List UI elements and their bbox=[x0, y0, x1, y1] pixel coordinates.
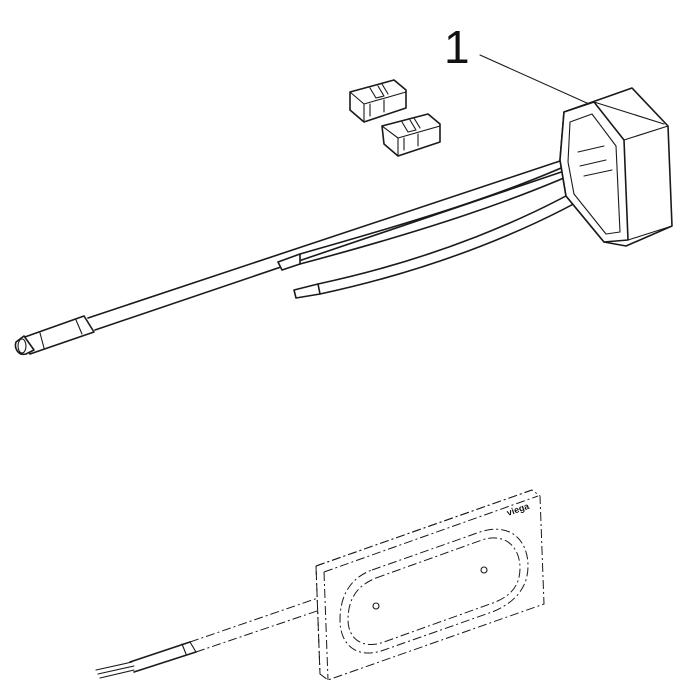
plate-cable-wires bbox=[95, 661, 135, 679]
callout-number: 1 bbox=[444, 21, 470, 73]
flush-plate-assembly: viega bbox=[95, 489, 545, 681]
middle-wire-sleeve-end bbox=[277, 253, 301, 271]
plug-socket bbox=[17, 338, 27, 354]
cable-assembly bbox=[87, 149, 613, 331]
viega-logo: viega bbox=[505, 501, 531, 518]
sensor-hole-left bbox=[372, 602, 380, 610]
callout-leader-line bbox=[479, 54, 599, 109]
terminal-connector-1 bbox=[349, 79, 407, 123]
middle-wire bbox=[299, 149, 605, 265]
plug-detail bbox=[39, 319, 83, 349]
housing-cable-entry bbox=[577, 145, 613, 177]
lower-wire-stripped-end bbox=[293, 283, 321, 299]
sensor-hole-right bbox=[480, 566, 488, 574]
plate-oval-inner bbox=[347, 537, 521, 645]
plate-cable-sleeve bbox=[181, 641, 197, 655]
housing-inner-rim bbox=[567, 113, 621, 235]
plate-front-edge bbox=[315, 489, 533, 675]
plate-cable bbox=[129, 641, 197, 673]
housing-top-edge bbox=[593, 101, 673, 241]
cable-plug bbox=[14, 315, 95, 356]
plate-side-edge bbox=[323, 495, 539, 681]
callout-1: 1 bbox=[444, 21, 599, 109]
housing-front-face bbox=[559, 101, 629, 243]
terminal-connector-2 bbox=[381, 113, 441, 157]
plate-cable-hidden bbox=[189, 597, 321, 653]
plate-oval-recess bbox=[339, 528, 529, 654]
wire-terminal-connector-icon bbox=[381, 113, 441, 157]
long-cable bbox=[87, 154, 583, 331]
converter-housing bbox=[559, 87, 673, 247]
